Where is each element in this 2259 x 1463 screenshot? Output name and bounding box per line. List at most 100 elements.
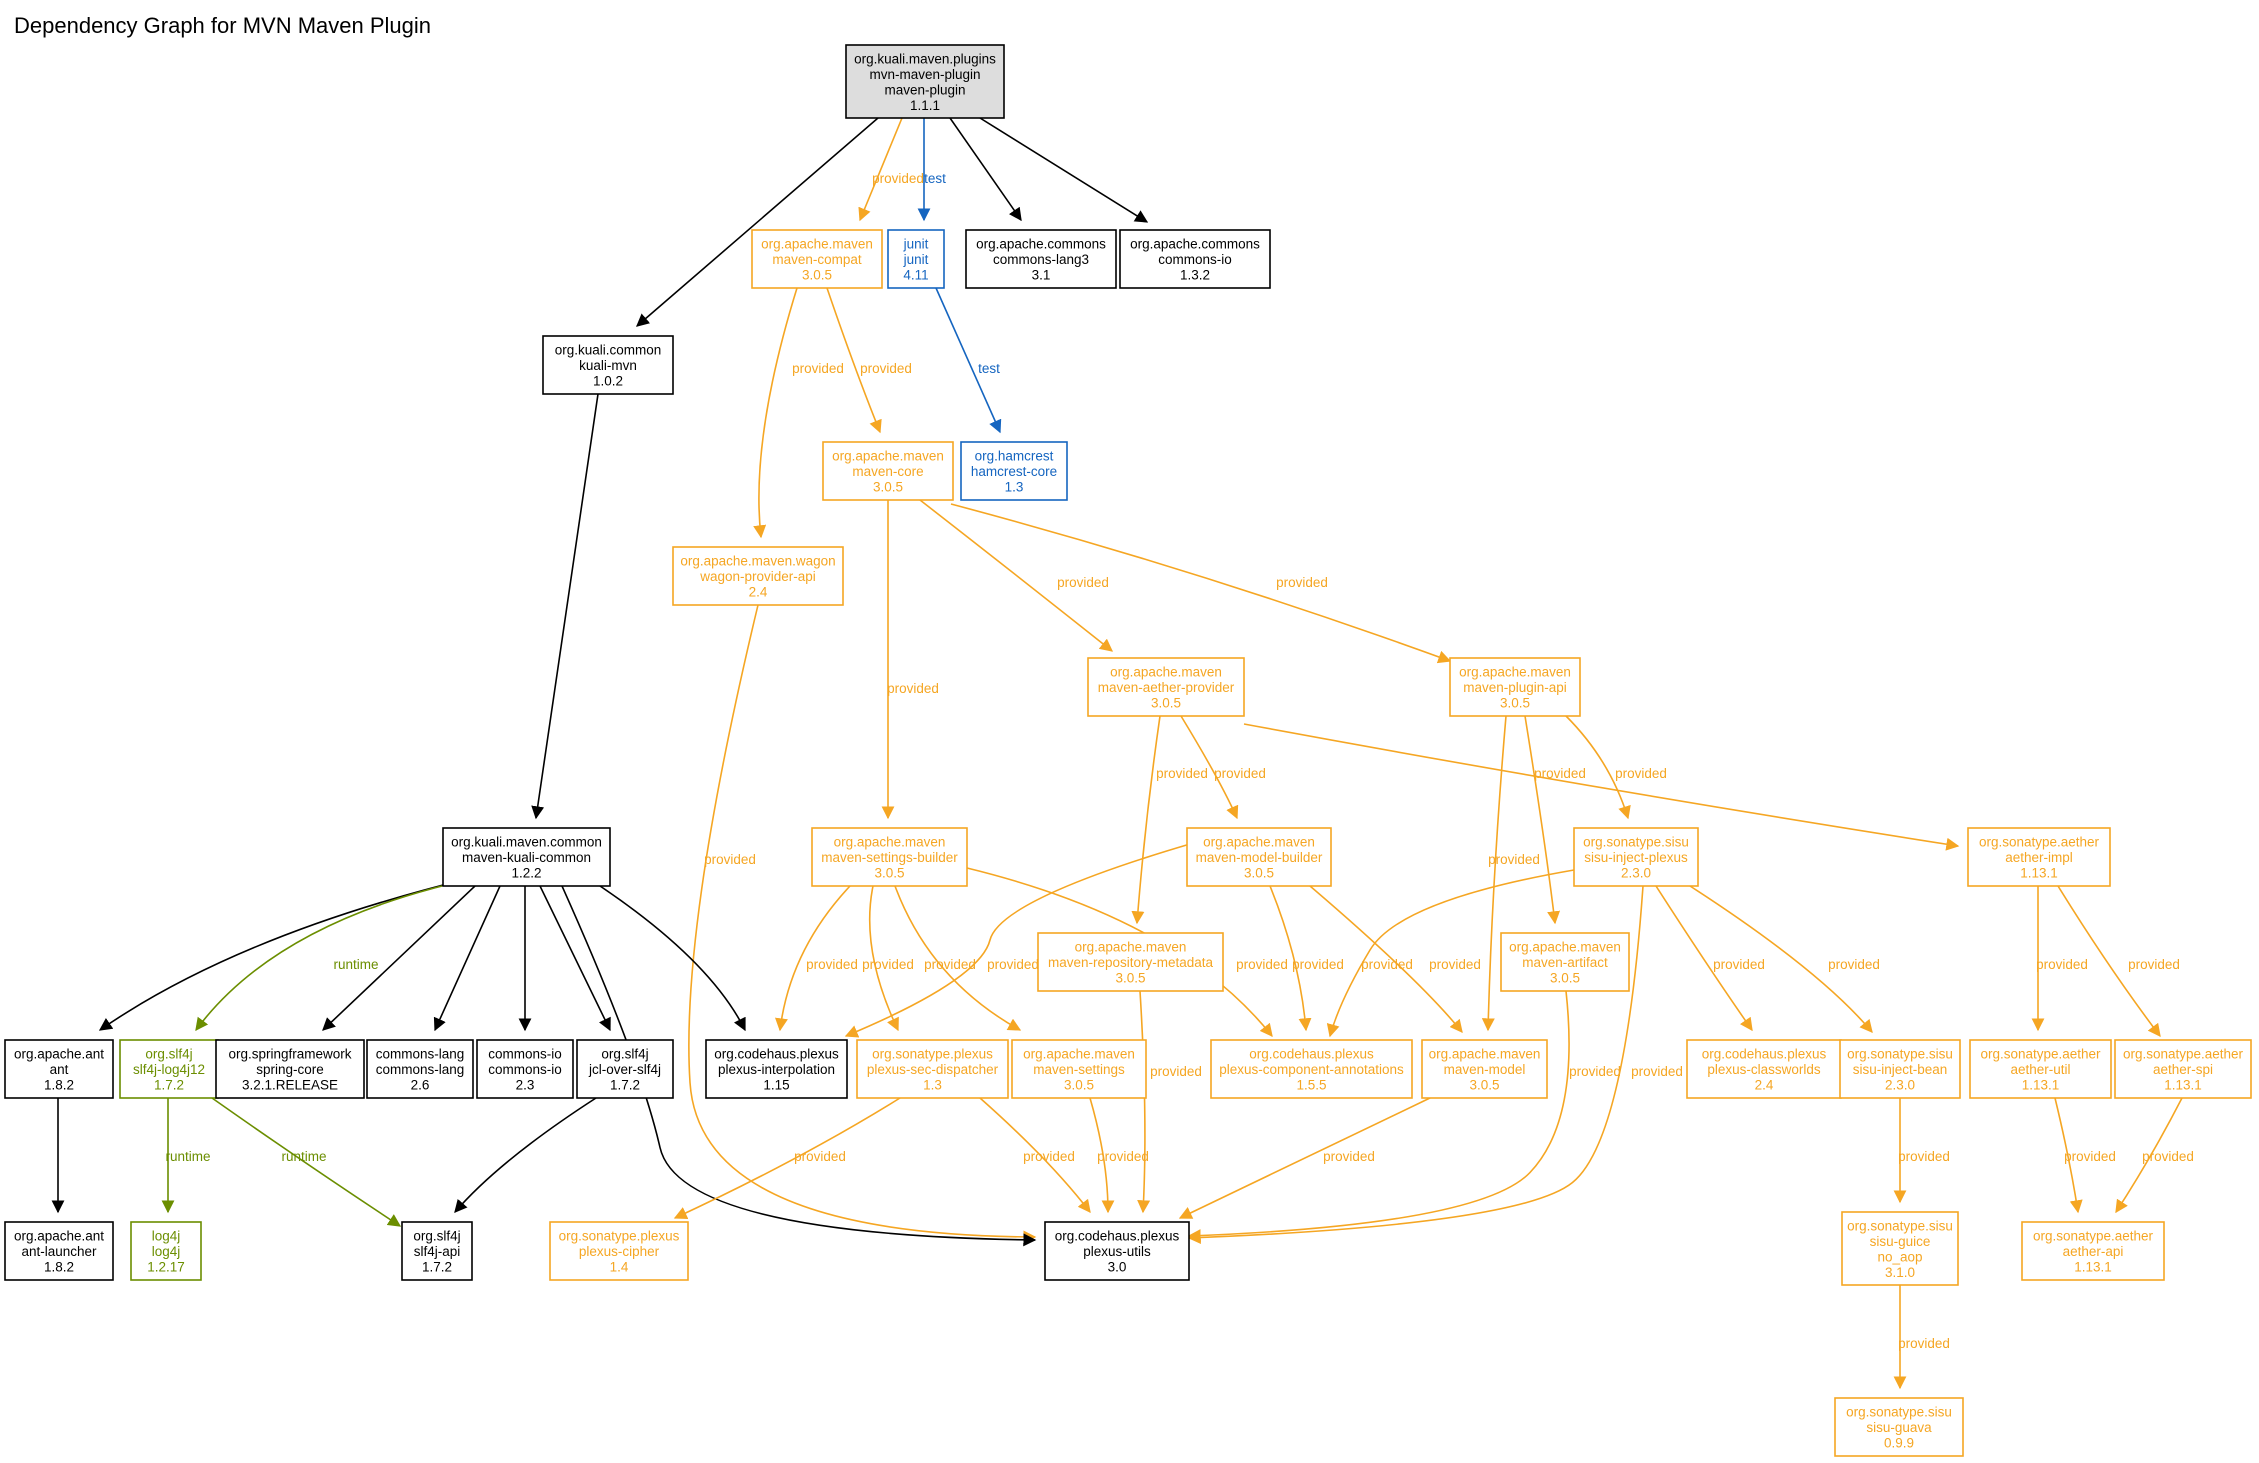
node-text-line: org.sonatype.sisu <box>1847 1047 1953 1062</box>
node-plexus-interpolation[interactable]: org.codehaus.plexusplexus-interpolation1… <box>705 1039 848 1099</box>
edge-kuali-mvn-to-maven-kuali-common <box>531 393 599 820</box>
node-text-line: org.apache.maven <box>834 835 946 850</box>
node-text-line: maven-plugin <box>884 82 965 97</box>
edge-maven-kuali-common-to-plexus-utils <box>561 885 1037 1247</box>
node-maven-settings-builder[interactable]: org.apache.mavenmaven-settings-builder3.… <box>811 827 968 887</box>
edge-label: provided <box>860 361 912 376</box>
node-text-line: 1.3 <box>1005 480 1024 495</box>
node-text-line: org.sonatype.aether <box>1980 1047 2101 1062</box>
node-text-line: 1.13.1 <box>2074 1260 2112 1275</box>
node-text-line: org.apache.ant <box>14 1229 104 1244</box>
node-text-line: org.apache.maven <box>1023 1047 1135 1062</box>
node-box <box>442 827 611 887</box>
node-text-line: org.sonatype.plexus <box>559 1229 680 1244</box>
node-text-line: plexus-cipher <box>579 1244 660 1259</box>
node-text-line: org.sonatype.sisu <box>1847 1218 1953 1233</box>
edge-label: provided <box>1429 957 1481 972</box>
edge-sisu-inject-plexus-to-plexus-component-annotations <box>1326 869 1575 1038</box>
edge-label: test <box>978 361 1000 376</box>
node-box <box>1119 229 1271 289</box>
node-text-line: org.codehaus.plexus <box>1055 1229 1180 1244</box>
node-plexus-sec-dispatcher[interactable]: org.sonatype.plexusplexus-sec-dispatcher… <box>856 1039 1009 1099</box>
edge-slf4j-log4j12-to-slf4j-api <box>211 1097 402 1227</box>
node-text-line: org.apache.maven <box>1509 940 1621 955</box>
page-title: Dependency Graph for MVN Maven Plugin <box>14 13 431 38</box>
node-text-line: 3.1.0 <box>1885 1265 1915 1280</box>
node-text-line: 2.3.0 <box>1621 866 1651 881</box>
edge-aether-impl-to-aether-spi <box>2057 885 2161 1038</box>
edge-label: provided <box>1023 1149 1075 1164</box>
node-spring-core[interactable]: org.springframeworkspring-core3.2.1.RELE… <box>215 1039 365 1099</box>
node-text-line: slf4j-log4j12 <box>133 1062 205 1077</box>
node-text-line: commons-io <box>1158 252 1232 267</box>
node-wagon-provider-api[interactable]: org.apache.maven.wagonwagon-provider-api… <box>672 546 844 606</box>
node-text-line: 2.6 <box>411 1078 430 1093</box>
node-text-line: org.slf4j <box>145 1047 192 1062</box>
node-box <box>366 1039 474 1099</box>
edge-label: test <box>924 171 946 186</box>
node-text-line: sisu-guice <box>1870 1234 1931 1249</box>
edge-maven-core-to-maven-aether-provider <box>919 499 1114 652</box>
node-maven-aether-provider[interactable]: org.apache.mavenmaven-aether-provider3.0… <box>1087 657 1245 717</box>
node-root[interactable]: org.kuali.maven.pluginsmvn-maven-pluginm… <box>845 44 1005 119</box>
node-text-line: 0.9.9 <box>1884 1436 1914 1451</box>
edge-label: runtime <box>165 1149 210 1164</box>
edge-wagon-provider-api-to-plexus-utils <box>688 604 1037 1244</box>
edge-maven-settings-builder-to-plexus-interpolation <box>775 885 851 1032</box>
edge-label: provided <box>2064 1149 2116 1164</box>
node-text-line: 1.15 <box>763 1078 789 1093</box>
node-text-line: commons-lang <box>376 1062 465 1077</box>
node-maven-kuali-common[interactable]: org.kuali.maven.commonmaven-kuali-common… <box>442 827 611 887</box>
node-box <box>4 1221 114 1281</box>
node-box <box>672 546 844 606</box>
edge-maven-compat-to-wagon-provider-api <box>753 287 798 539</box>
edge-maven-kuali-common-to-jcl-over-slf4j <box>539 885 611 1032</box>
node-text-line: 1.7.2 <box>422 1260 452 1275</box>
node-text-line: maven-model <box>1444 1062 1526 1077</box>
edge-aether-spi-to-aether-api <box>2115 1097 2183 1214</box>
node-box <box>1011 1039 1147 1099</box>
node-text-line: org.apache.maven <box>761 237 873 252</box>
edge-maven-repository-metadata-to-plexus-utils <box>1137 990 1151 1214</box>
edge-label: provided <box>1631 1064 1683 1079</box>
node-box <box>4 1039 114 1099</box>
edge-label: provided <box>1361 957 1413 972</box>
edge-maven-model-builder-to-plexus-component-annotations <box>1269 885 1312 1032</box>
node-maven-repository-metadata[interactable]: org.apache.mavenmaven-repository-metadat… <box>1037 932 1224 992</box>
node-plexus-component-annotations[interactable]: org.codehaus.plexusplexus-component-anno… <box>1210 1039 1413 1099</box>
node-box <box>887 229 945 289</box>
node-text-line: org.sonatype.sisu <box>1846 1405 1952 1420</box>
node-text-line: org.sonatype.aether <box>2123 1047 2244 1062</box>
